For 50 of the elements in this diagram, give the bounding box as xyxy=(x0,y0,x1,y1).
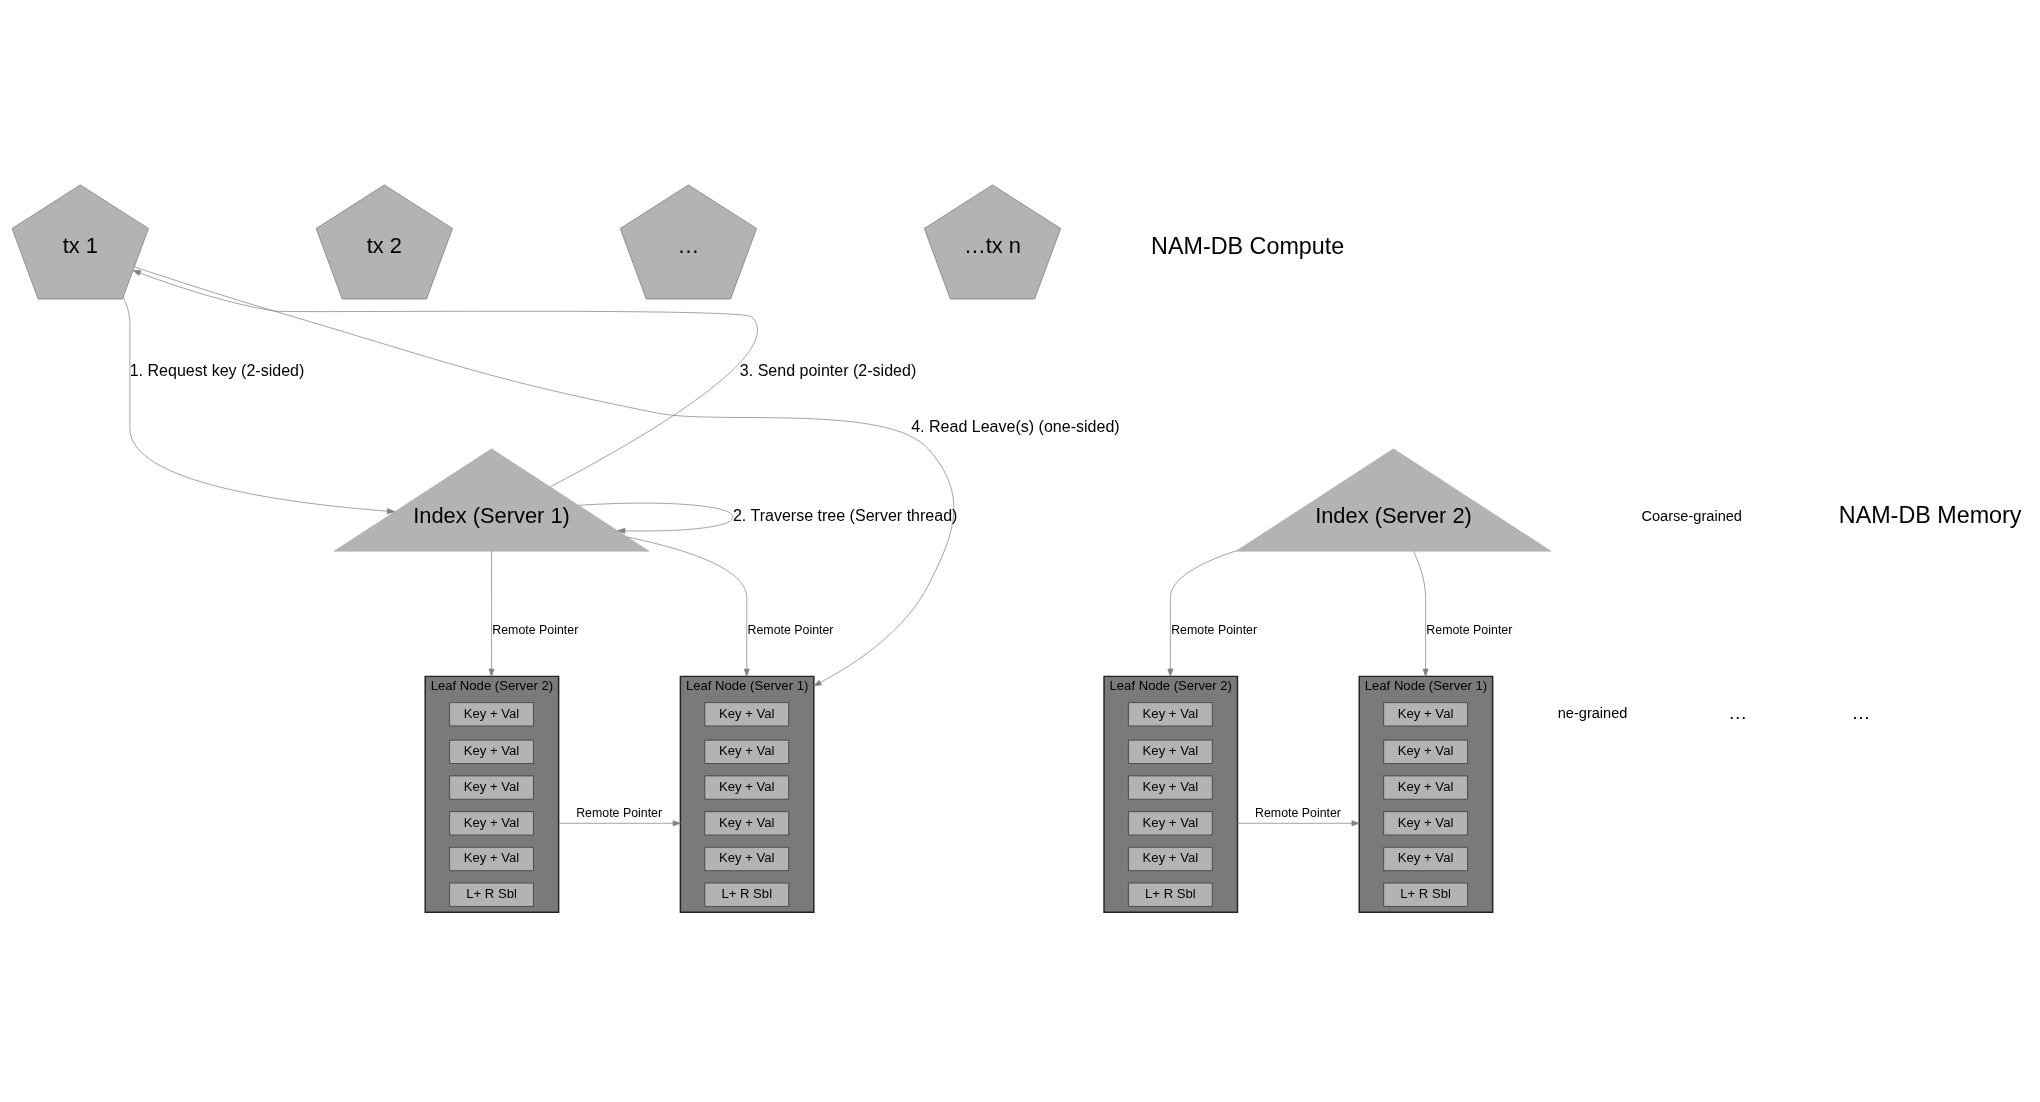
arrow xyxy=(132,269,758,487)
edge-label: Remote Pointer xyxy=(747,622,834,637)
node-box: Key + Val xyxy=(449,775,534,800)
node-box: Key + Val xyxy=(449,739,534,764)
node-box: Key + Val xyxy=(1128,775,1213,800)
node-box: Key + Val xyxy=(449,810,534,835)
edge-label: Remote Pointer xyxy=(1426,622,1513,637)
node-box: Key + Val xyxy=(449,846,534,871)
node-box: Key + Val xyxy=(449,701,534,726)
node-box: Key + Val xyxy=(704,775,790,800)
edge-label: 4. Read Leave(s) (one-sided) xyxy=(911,416,1120,435)
edge-label: 1. Request key (2-sided) xyxy=(129,360,305,379)
edge-label: Remote Pointer xyxy=(492,622,579,637)
node-box: L+ R Sbl xyxy=(704,882,790,907)
arrow xyxy=(488,550,495,677)
node-box: L+ R Sbl xyxy=(449,882,534,907)
arrow xyxy=(578,502,734,534)
node-box: Key + Val xyxy=(704,810,790,835)
arrow xyxy=(134,266,955,686)
node-box: Key + Val xyxy=(1383,739,1468,764)
label: ne-grained xyxy=(1557,704,1628,721)
node-box: Key + Val xyxy=(1128,739,1213,764)
node-box: Key + Val xyxy=(704,739,790,764)
node-box: Key + Val xyxy=(1383,775,1468,800)
node-box: Key + Val xyxy=(1128,810,1213,835)
label: … xyxy=(1728,701,1748,723)
arrow xyxy=(558,819,681,826)
node-box: Key + Val xyxy=(704,701,790,726)
node-box: Key + Val xyxy=(1128,701,1213,726)
node-box: L+ R Sbl xyxy=(1128,882,1213,907)
arrow xyxy=(1237,819,1360,826)
arrow xyxy=(627,536,750,677)
label: … xyxy=(1851,701,1871,723)
arrow xyxy=(1413,550,1429,677)
node-box: Key + Val xyxy=(1383,701,1468,726)
edge-label: 3. Send pointer (2-sided) xyxy=(739,360,917,379)
label: Coarse-grained xyxy=(1641,507,1742,524)
edge-label: 2. Traverse tree (Server thread) xyxy=(732,505,958,524)
edge-label: Remote Pointer xyxy=(576,805,663,820)
arrow xyxy=(1167,549,1238,677)
node-box: Key + Val xyxy=(704,846,790,871)
node-box: Key + Val xyxy=(1128,846,1213,871)
label: NAM-DB Compute xyxy=(1151,232,1345,259)
label: NAM-DB Memory xyxy=(1838,501,2022,528)
arrow xyxy=(122,296,395,514)
node-box: Key + Val xyxy=(1383,810,1468,835)
edge-label: Remote Pointer xyxy=(1171,622,1258,637)
node-box: L+ R Sbl xyxy=(1383,882,1468,907)
edge-label: Remote Pointer xyxy=(1255,805,1341,820)
node-box: Key + Val xyxy=(1383,846,1468,871)
